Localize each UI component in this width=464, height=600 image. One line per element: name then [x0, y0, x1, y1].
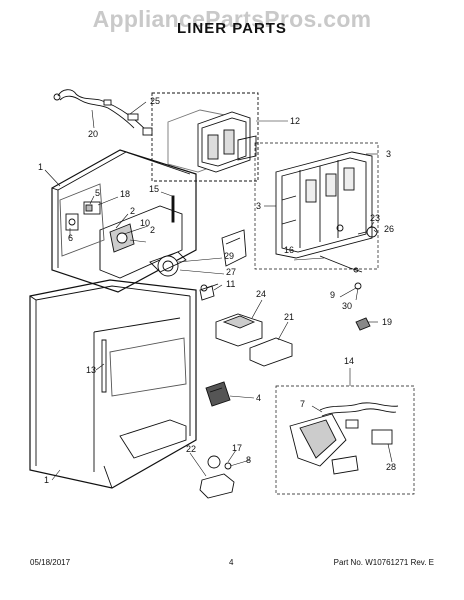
callout-16: 16: [284, 245, 294, 255]
callout-12: 12: [290, 116, 300, 126]
callout-13: 13: [86, 365, 96, 375]
crisper-cover-part[interactable]: [215, 313, 263, 347]
callout-6: 6: [68, 233, 73, 243]
rear-panel-part[interactable]: [254, 142, 379, 270]
callout-30: 30: [342, 301, 352, 311]
callout-3: 3: [386, 149, 391, 159]
callout-26: 26: [384, 224, 394, 234]
fresh-food-liner-part[interactable]: [29, 279, 197, 489]
callout-28: 28: [386, 462, 396, 472]
damper-part[interactable]: [109, 223, 135, 253]
callout-18: 18: [120, 189, 130, 199]
cap-part[interactable]: [355, 317, 371, 331]
callout-2: 2: [130, 206, 135, 216]
callout-1: 1: [44, 475, 49, 485]
footer-part-number: Part No. W10761271 Rev. E: [333, 558, 434, 567]
bracket-part[interactable]: [199, 285, 215, 301]
crisper-light-part[interactable]: [101, 339, 107, 393]
callout-22: 22: [186, 444, 196, 454]
callout-4: 4: [256, 393, 261, 403]
callout-17: 17: [232, 443, 242, 453]
freezer-liner-part[interactable]: [51, 149, 197, 293]
footer-date: 05/18/2017: [30, 558, 71, 567]
light-lens-part[interactable]: [199, 473, 235, 499]
footer-page-number: 4: [229, 558, 234, 567]
leader-lines: [44, 101, 393, 481]
callout-21: 21: [284, 312, 294, 322]
control-part[interactable]: [65, 213, 79, 231]
callout-5: 5: [95, 188, 100, 198]
callout-25: 25: [150, 96, 160, 106]
callout-27: 27: [226, 267, 236, 277]
screw-part[interactable]: [200, 283, 219, 292]
shelf-support-part[interactable]: [249, 337, 293, 367]
callout-15: 15: [149, 184, 159, 194]
watermark: AppliancePartsPros.com: [92, 6, 372, 32]
light-shield-part[interactable]: [221, 229, 247, 267]
callout-24: 24: [256, 289, 266, 299]
ice-maker-kit-part[interactable]: [275, 385, 415, 495]
thermostat-part[interactable]: [83, 201, 101, 215]
bulb-part[interactable]: [207, 455, 232, 470]
callout-14: 14: [344, 356, 354, 366]
fan-blade-part[interactable]: [357, 226, 378, 238]
sensor-part[interactable]: [171, 195, 175, 223]
callout-29: 29: [224, 251, 234, 261]
callout-3: 3: [256, 201, 261, 211]
evaporator-cover-part[interactable]: [319, 255, 363, 273]
callout-9: 9: [330, 290, 335, 300]
callout-20: 20: [88, 129, 98, 139]
page-title: LINER PARTS: [177, 20, 287, 37]
callout-2: 2: [150, 225, 155, 235]
light-housing-part[interactable]: [151, 92, 259, 182]
fan-motor-part[interactable]: [149, 251, 187, 277]
wire-harness-part[interactable]: [53, 89, 153, 136]
callout-7: 7: [300, 399, 305, 409]
humidity-control-part[interactable]: [205, 381, 231, 407]
callout-10: 10: [140, 218, 150, 228]
callout-1: 1: [38, 162, 43, 172]
callout-23: 23: [370, 213, 380, 223]
callout-19: 19: [382, 317, 392, 327]
callout-8: 8: [246, 455, 251, 465]
callout-11: 11: [226, 279, 235, 289]
